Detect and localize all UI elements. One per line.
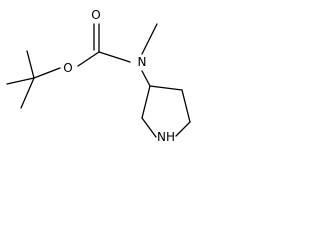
tbutyl-bond-methyl-left: [6, 77, 35, 85]
ring-bond-c5-n1: [175, 121, 191, 137]
chemical-structure-diagram: O O N NH: [6, 8, 191, 144]
ring-bond-c4-c5: [181, 89, 191, 123]
carbonyl-oxygen-label: O: [91, 8, 100, 22]
tbutyl-bond-methyl-bottom: [20, 77, 35, 109]
nitrogen-methyl-bond: [141, 23, 158, 55]
carbonyl-to-nitrogen-bond: [98, 51, 131, 63]
nitrogen-to-ring-bond: [141, 70, 151, 87]
ring-bond-n1-c2: [141, 117, 157, 138]
tbutyl-bond-methyl-top: [26, 50, 35, 79]
tbutyl-to-oxygen-bond: [33, 67, 61, 79]
ring-bond-c3-c4: [149, 85, 183, 91]
ring-bond-c2-c3: [141, 85, 151, 119]
ring-nitrogen-label: NH: [157, 130, 175, 144]
carbamate-nitrogen-label: N: [138, 55, 147, 69]
oxygen-to-carbonyl-bond: [77, 51, 100, 67]
ester-oxygen-label: O: [63, 61, 72, 75]
